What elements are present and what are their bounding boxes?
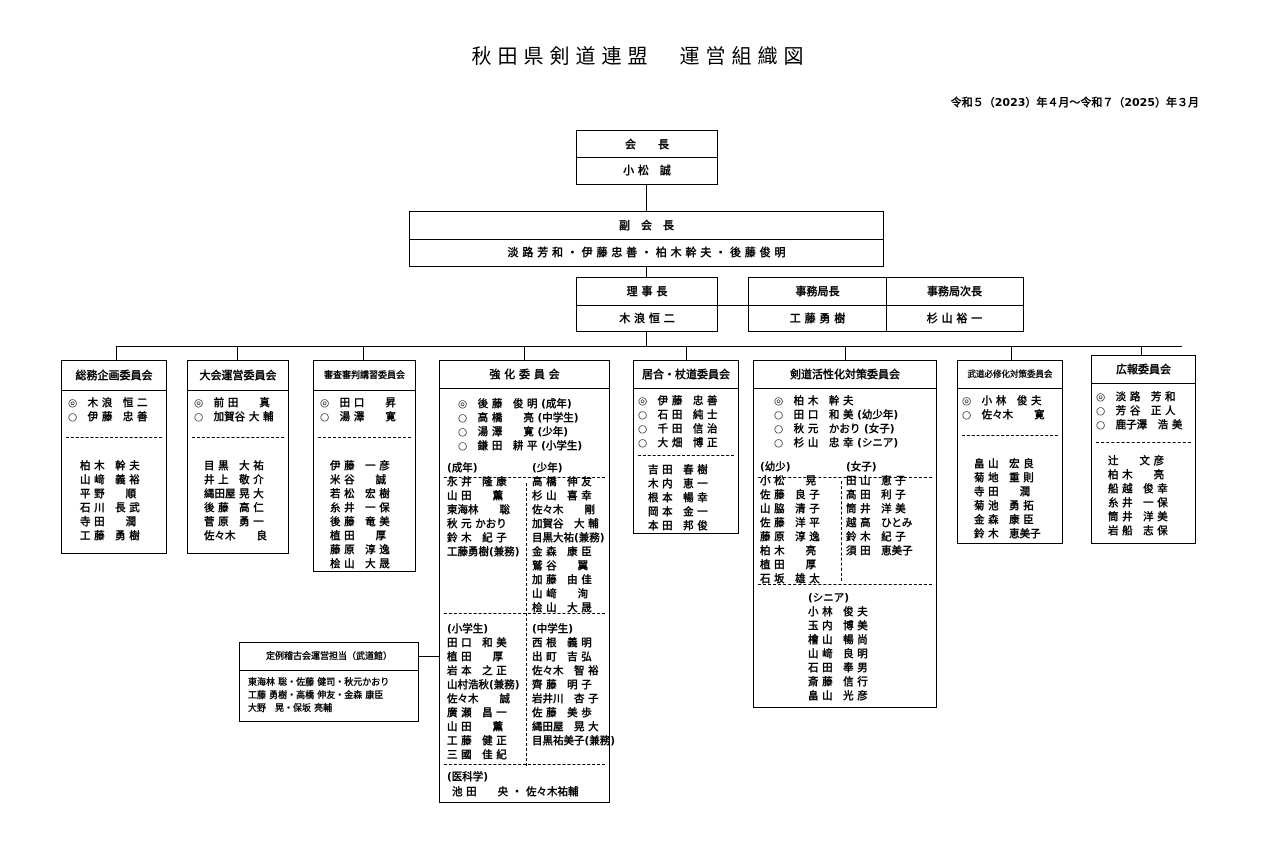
koho-committee-leaders: ◎ 淡 路 芳 和 ○ 芳 谷 正 人 ○ 鹿子澤 浩 美: [1096, 391, 1183, 431]
kyoka-shogakusei-list: (小学生) 田 口 和 美 植 田 厚 岩 本 之 正 山村浩秋(兼務) 佐々木…: [447, 623, 520, 761]
connector-line: [646, 331, 647, 347]
kassei-joshi-list: (女子) 田 山 恵 子 髙 田 利 子 筒 井 洋 美 越 高 ひとみ 鈴 木…: [846, 461, 913, 557]
soumu-committee-members: 柏 木 幹 夫 山 﨑 義 裕 平 野 順 石 川 長 武 寺 田 潤 工 藤 …: [80, 460, 140, 542]
iai-committee-members: 吉 田 春 樹 木 内 恵 一 根 本 暢 幸 岡 本 金 一 本 田 邦 俊: [648, 464, 708, 532]
koho-committee-members: 辻 文 彦 柏 木 亮 船 越 俊 幸 糸 井 一 保 筒 井 洋 美 岩 船 …: [1108, 455, 1168, 537]
kyoka-ikagaku-label: (医科学): [447, 771, 489, 783]
budo-committee-title: 武道必修化対策委員会: [958, 361, 1062, 389]
connector-line: [646, 184, 647, 212]
shinsa-committee-box: 審査審判講習委員会 ◎ 田 口 昇 ○ 湯 澤 寛 伊 藤 一 彦 米 谷 誠 …: [313, 360, 416, 572]
kassei-senior-list: (シニア) 小 林 俊 夫 玉 内 博 美 檜 山 暢 尚 山 﨑 良 明 石 …: [808, 592, 868, 702]
deputy-name: 杉 山 裕 一: [926, 312, 983, 325]
koho-committee-title: 広報委員会: [1092, 356, 1195, 384]
vice-president-names: 淡 路 芳 和 ・ 伊 藤 忠 善 ・ 柏 木 幹 夫 ・ 後 藤 俊 明: [507, 246, 786, 259]
shinsa-committee-leaders: ◎ 田 口 昇 ○ 湯 澤 寛: [320, 397, 396, 423]
connector-line: [1011, 346, 1012, 360]
taikai-committee-title: 大会運営委員会: [188, 361, 288, 391]
teirei-members: 東海林 聡・佐藤 健司・秋元かおり 工藤 勇樹・高橋 伸友・金森 康臣 大野 晃…: [248, 678, 390, 714]
teirei-title: 定例稽古会運営担当（武道館）: [240, 643, 418, 671]
shinsa-committee-members: 伊 藤 一 彦 米 谷 誠 若 松 宏 樹 糸 井 一 保 後 藤 竜 美 植 …: [330, 460, 390, 570]
connector-line: [116, 346, 117, 360]
iai-committee-leaders: ◎ 伊 藤 忠 善 ○ 石 田 純 士 ○ 千 田 信 治 ○ 大 畑 博 正: [638, 395, 718, 449]
connector-line: [845, 346, 846, 360]
vice-president-box: 副 会 長 淡 路 芳 和 ・ 伊 藤 忠 善 ・ 柏 木 幹 夫 ・ 後 藤 …: [409, 211, 884, 267]
kassei-committee-title: 剣道活性化対策委員会: [754, 361, 936, 389]
kassei-committee-box: 剣道活性化対策委員会 ◎ 柏 木 幹 夫 ○ 田 口 和 美 (幼少年) ○ 秋…: [753, 360, 937, 708]
chairman-label: 理 事 長: [577, 278, 717, 306]
secretariat-box: 事務局長 工 藤 勇 樹 事務局次長 杉 山 裕 一: [748, 277, 1024, 332]
connector-line: [718, 305, 748, 306]
president-name: 小 松 誠: [623, 164, 671, 177]
kyoka-seinen-list: (成年) 永 井 隆 康 山 田 薫 東海林 聡 秋 元 かおり 鈴 木 紀 子…: [447, 462, 520, 558]
taikai-committee-box: 大会運営委員会 ◎ 前 田 真 ○ 加賀谷 大 輔 目 黒 大 祐 井 上 敬 …: [187, 360, 289, 554]
connector-line: [237, 346, 238, 360]
connector-line: [363, 346, 364, 360]
vice-president-label: 副 会 長: [410, 212, 883, 240]
kyoka-committee-box: 強 化 委 員 会 ◎ 後 藤 俊 明 (成年) ○ 高 橋 亮 (中学生) ○…: [439, 360, 615, 803]
period-text: 令和５（2023）年４月～令和７（2025）年３月: [950, 96, 1199, 109]
koho-committee-box: 広報委員会 ◎ 淡 路 芳 和 ○ 芳 谷 正 人 ○ 鹿子澤 浩 美 辻 文 …: [1091, 355, 1196, 544]
budo-committee-box: 武道必修化対策委員会 ◎ 小 林 俊 夫 ○ 佐々木 寛 畠 山 宏 良 菊 地…: [957, 360, 1063, 544]
shinsa-committee-title: 審査審判講習委員会: [314, 361, 415, 391]
kyoka-committee-title: 強 化 委 員 会: [440, 361, 609, 389]
kyoka-shonen-list: (少年) 高 橋 伸 友 杉 山 喜 幸 佐々木 剛 加賀谷 大 輔 目黒大祐(…: [532, 462, 605, 614]
connector-line: [686, 346, 687, 360]
kyoka-chugakusei-list: (中学生) 西 根 義 明 出 町 吉 弘 佐々木 智 裕 齊 藤 明 子 岩井…: [532, 623, 616, 747]
secretariat-label: 事務局長: [749, 278, 886, 306]
soumu-committee-leaders: ◎ 木 浪 恒 二 ○ 伊 藤 忠 善: [68, 397, 148, 423]
budo-committee-leaders: ◎ 小 林 俊 夫 ○ 佐々木 寛: [962, 395, 1045, 421]
connector-line: [524, 346, 525, 360]
soumu-committee-box: 総務企画委員会 ◎ 木 浪 恒 二 ○ 伊 藤 忠 善 柏 木 幹 夫 山 﨑 …: [61, 360, 167, 554]
president-label: 会 長: [577, 131, 717, 158]
taikai-committee-leaders: ◎ 前 田 真 ○ 加賀谷 大 輔: [194, 397, 274, 423]
president-box: 会 長 小 松 誠: [576, 130, 718, 185]
kyoka-committee-leaders: ◎ 後 藤 俊 明 (成年) ○ 高 橋 亮 (中学生) ○ 湯 澤 寛 (少年…: [458, 398, 583, 452]
page-title: 秋田県剣道連盟 運営組織図: [471, 44, 810, 68]
deputy-label: 事務局次長: [886, 278, 1023, 306]
iai-committee-title: 居合・杖道委員会: [634, 361, 738, 389]
kassei-committee-leaders: ◎ 柏 木 幹 夫 ○ 田 口 和 美 (幼少年) ○ 秋 元 かおり (女子)…: [774, 395, 899, 449]
chairman-name: 木 浪 恒 二: [619, 312, 675, 325]
connector-line: [1141, 346, 1142, 360]
kyoka-ikagaku-names: 池 田 央 ・ 佐々木祐輔: [452, 786, 579, 798]
iai-committee-box: 居合・杖道委員会 ◎ 伊 藤 忠 善 ○ 石 田 純 士 ○ 千 田 信 治 ○…: [633, 360, 739, 534]
budo-committee-members: 畠 山 宏 良 菊 地 重 則 寺 田 潤 菊 池 勇 拓 金 森 康 臣 鈴 …: [974, 458, 1041, 540]
secretariat-name: 工 藤 勇 樹: [789, 312, 846, 325]
connector-line: [646, 266, 647, 278]
teirei-box: 定例稽古会運営担当（武道館） 東海林 聡・佐藤 健司・秋元かおり 工藤 勇樹・高…: [239, 642, 419, 722]
kassei-youshou-list: (幼少) 小 松 晃 佐 藤 良 子 山 脇 清 子 佐 藤 洋 平 藤 原 淳…: [760, 461, 820, 585]
connector-line: [116, 346, 1182, 347]
connector-line: [418, 656, 440, 657]
chairman-box: 理 事 長 木 浪 恒 二: [576, 277, 718, 332]
taikai-committee-members: 目 黒 大 祐 井 上 敬 介 縄田屋 晃 大 後 藤 高 仁 菅 原 勇 一 …: [204, 460, 267, 542]
soumu-committee-title: 総務企画委員会: [62, 361, 166, 391]
